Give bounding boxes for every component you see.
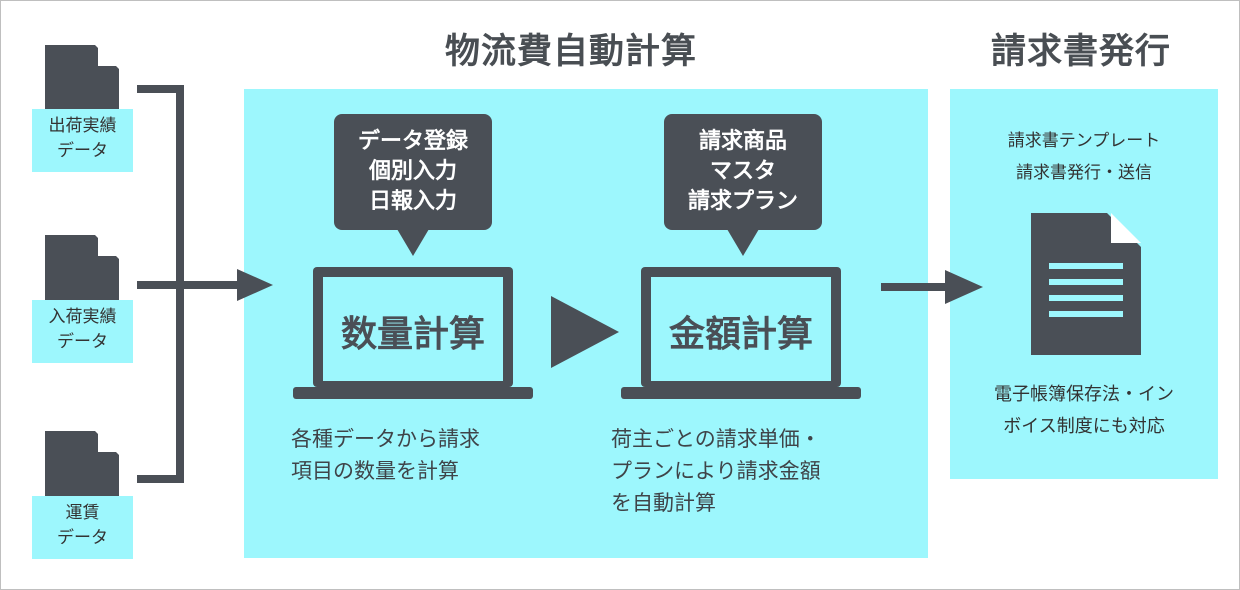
input-receiving-data: 入荷実績データ: [32, 300, 133, 363]
flow-arrow-middle: [551, 296, 619, 368]
quantity-input-bubble: データ登録 個別入力 日報入力: [334, 114, 492, 256]
laptop-icon-amount: [621, 267, 861, 399]
document-icon-shipment: [45, 45, 119, 113]
quantity-calc-label: 数量計算: [340, 314, 485, 355]
input-bracket-connector: [137, 85, 273, 483]
laptop-icon-quantity: [293, 267, 533, 399]
invoice-document-icon: [1031, 213, 1141, 355]
amount-calc-label: 金額計算: [668, 314, 813, 355]
input-freight-data: 運賃データ: [32, 496, 133, 559]
invoice-features-top: 請求書テンプレート 請求書発行・送信: [1007, 131, 1161, 183]
amount-calc-description: 荷主ごとの請求単価・ プランにより請求金額 を自動計算: [611, 427, 821, 515]
heading-invoice-issue: 請求書発行: [990, 32, 1171, 72]
quantity-calc-description: 各種データから請求 項目の数量を計算: [291, 427, 480, 483]
flow-arrow-to-invoice: [881, 270, 983, 304]
amount-input-bubble: 請求商品 マスタ 請求プラン: [664, 114, 822, 256]
input-shipment-data: 出荷実績データ: [32, 109, 133, 172]
heading-logistics-calc: 物流費自動計算: [444, 32, 697, 72]
invoice-compliance-note: 電子帳簿保存法・イン ボイス制度にも対応: [994, 384, 1174, 437]
document-icon-freight: [45, 431, 119, 499]
document-icon-receiving: [45, 235, 119, 303]
